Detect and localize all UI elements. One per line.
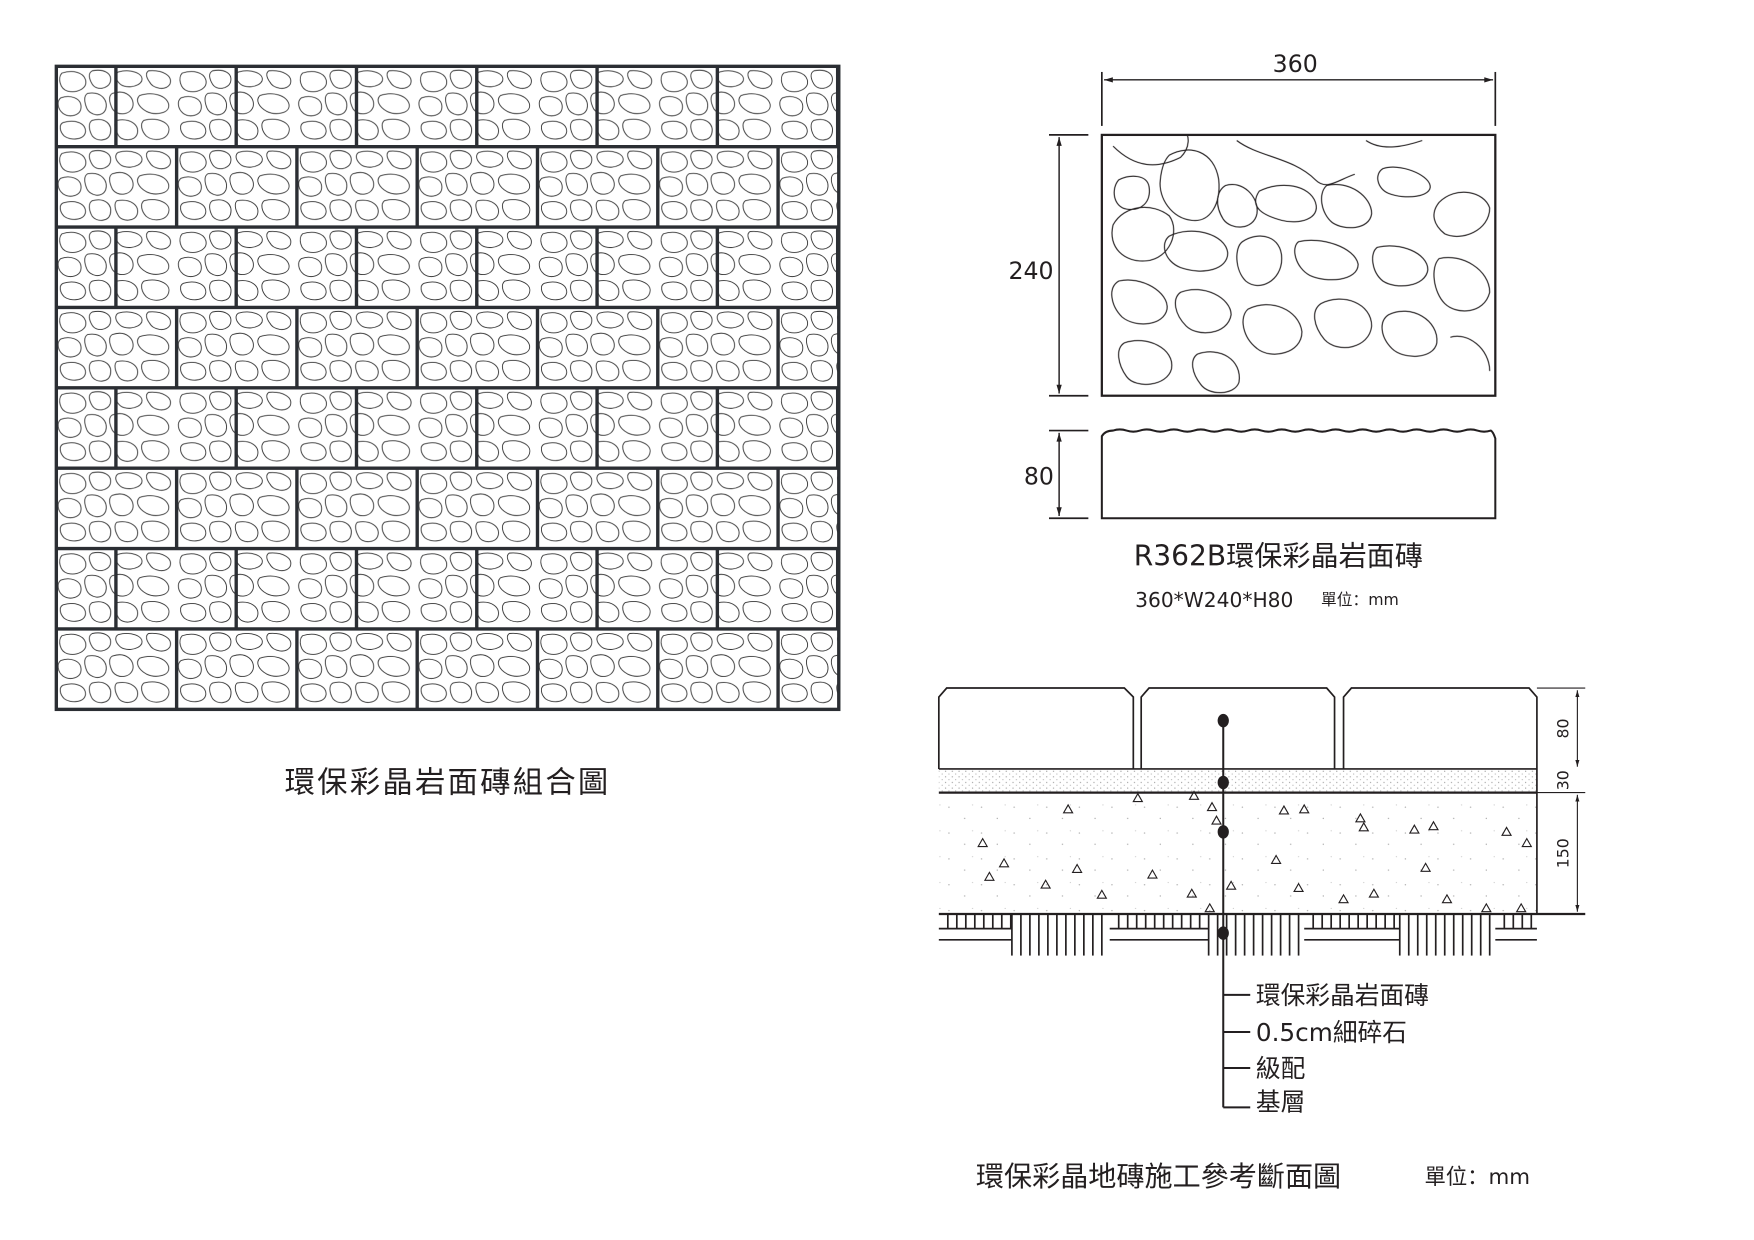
aggregate-mark: [1338, 893, 1350, 904]
leader-dots: [1217, 713, 1229, 940]
tile-title: R362B環保彩晶岩面磚: [1134, 539, 1423, 572]
aggregate-mark: [998, 857, 1010, 868]
height-dimension: 240: [1008, 257, 1053, 285]
aggregate-mark: [1206, 801, 1218, 812]
width-dimension: 360: [1273, 50, 1318, 78]
layer-label-tile: 環保彩晶岩面磚: [1256, 981, 1429, 1010]
section-unit: 單位：mm: [1424, 1165, 1530, 1190]
aggregate-mark: [1358, 821, 1370, 832]
aggregate-mark: [1132, 792, 1144, 803]
aggregate-mark: [1521, 837, 1533, 848]
cross-section: [937, 687, 1586, 1109]
aggregate-mark: [1071, 863, 1083, 873]
aggregate-mark: [1420, 862, 1432, 872]
layer-label-base: 基層: [1256, 1088, 1305, 1117]
wall-assembly: [54, 64, 841, 712]
aggregate-mark: [1408, 824, 1420, 834]
dim-80: 80: [1553, 718, 1572, 738]
aggregate-mark: [1298, 803, 1310, 814]
aggregate-mark: [1270, 854, 1282, 864]
layer-label-aggregate: 級配: [1256, 1054, 1305, 1083]
dim-150: 150: [1553, 838, 1572, 868]
aggregate-mark: [1186, 888, 1198, 898]
brick-joints: [56, 66, 840, 710]
aggregate-mark: [1293, 882, 1305, 893]
aggregate-mark: [1441, 893, 1453, 904]
aggregate-mark: [1062, 803, 1074, 814]
aggregate-mark: [1146, 869, 1158, 879]
tile-top-view: [1049, 71, 1497, 397]
aggregate-marks: [977, 790, 1533, 913]
aggregate-mark: [1040, 879, 1052, 889]
aggregate-mark: [1428, 820, 1439, 831]
aggregate-mark: [1515, 902, 1527, 913]
aggregate-mark: [977, 837, 989, 848]
base-hatch: [938, 913, 1537, 956]
dim-30: 30: [1553, 770, 1572, 790]
aggregate-mark: [1480, 902, 1492, 913]
layer-label-gravel: 0.5cm細碎石: [1256, 1018, 1407, 1047]
aggregate-mark: [1188, 790, 1200, 800]
tile-unit: 單位：mm: [1321, 590, 1399, 609]
aggregate-mark: [1368, 888, 1380, 898]
aggregate-mark: [1354, 812, 1366, 823]
aggregate-mark: [983, 871, 995, 881]
aggregate-mark: [1096, 889, 1108, 899]
tile-spec: 360*W240*H80: [1135, 588, 1293, 612]
aggregate-mark: [1501, 826, 1513, 836]
aggregate-mark: [1204, 902, 1216, 913]
section-caption: 環保彩晶地磚施工參考斷面圖: [976, 1160, 1341, 1193]
tile-side-view: [1049, 428, 1497, 520]
wall-caption: 環保彩晶岩面磚組合圖: [285, 766, 611, 801]
aggregate-mark: [1225, 880, 1237, 890]
thickness-dimension: 80: [1024, 463, 1054, 491]
aggregate-mark: [1278, 804, 1290, 815]
aggregate-mark: [1211, 815, 1222, 825]
